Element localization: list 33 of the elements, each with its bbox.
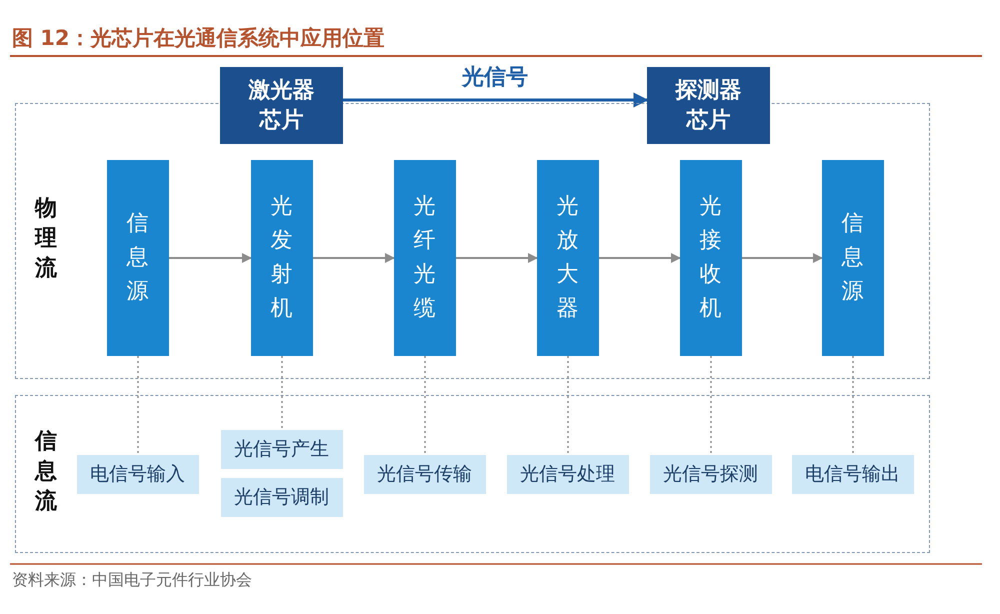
dashed-panel: [15, 103, 930, 379]
stage-box: 电信号输入: [76, 454, 198, 494]
dotted-connector: [710, 356, 712, 455]
stage-box: 光信号探测: [650, 454, 772, 494]
figure-title: 图 12：光芯片在光通信系统中应用位置: [12, 25, 385, 52]
chip-box: 探测器芯片: [647, 67, 770, 144]
arrow: [313, 253, 395, 263]
component-box: 光接收机: [680, 160, 742, 356]
stage-box: 光信号传输: [364, 454, 486, 494]
arrow: [169, 253, 252, 263]
panel-label: 物理流: [34, 195, 58, 283]
component-box: 信息源: [822, 160, 884, 356]
component-box: 光纤光缆: [394, 160, 456, 356]
stage-box: 光信号处理: [506, 454, 628, 494]
source-note: 资料来源：中国电子元件行业协会: [12, 570, 252, 591]
component-box: 光放大器: [536, 160, 598, 356]
arrow: [742, 253, 823, 263]
component-box: 光发射机: [250, 160, 312, 356]
dotted-connector: [281, 356, 283, 430]
arrow: [599, 253, 681, 263]
dotted-connector: [567, 356, 569, 455]
dotted-connector: [137, 356, 139, 455]
stage-box: 光信号调制: [220, 478, 342, 516]
arrow: [343, 92, 648, 108]
dotted-connector: [424, 356, 426, 455]
arrow: [456, 253, 538, 263]
dashed-panel: [15, 395, 930, 553]
stage-box: 光信号产生: [220, 430, 342, 468]
panel-label: 信息流: [34, 428, 58, 516]
dotted-connector: [852, 356, 854, 455]
chip-box: 激光器芯片: [220, 67, 343, 144]
stage-box: 电信号输出: [792, 454, 914, 494]
component-box: 信息源: [106, 160, 168, 356]
